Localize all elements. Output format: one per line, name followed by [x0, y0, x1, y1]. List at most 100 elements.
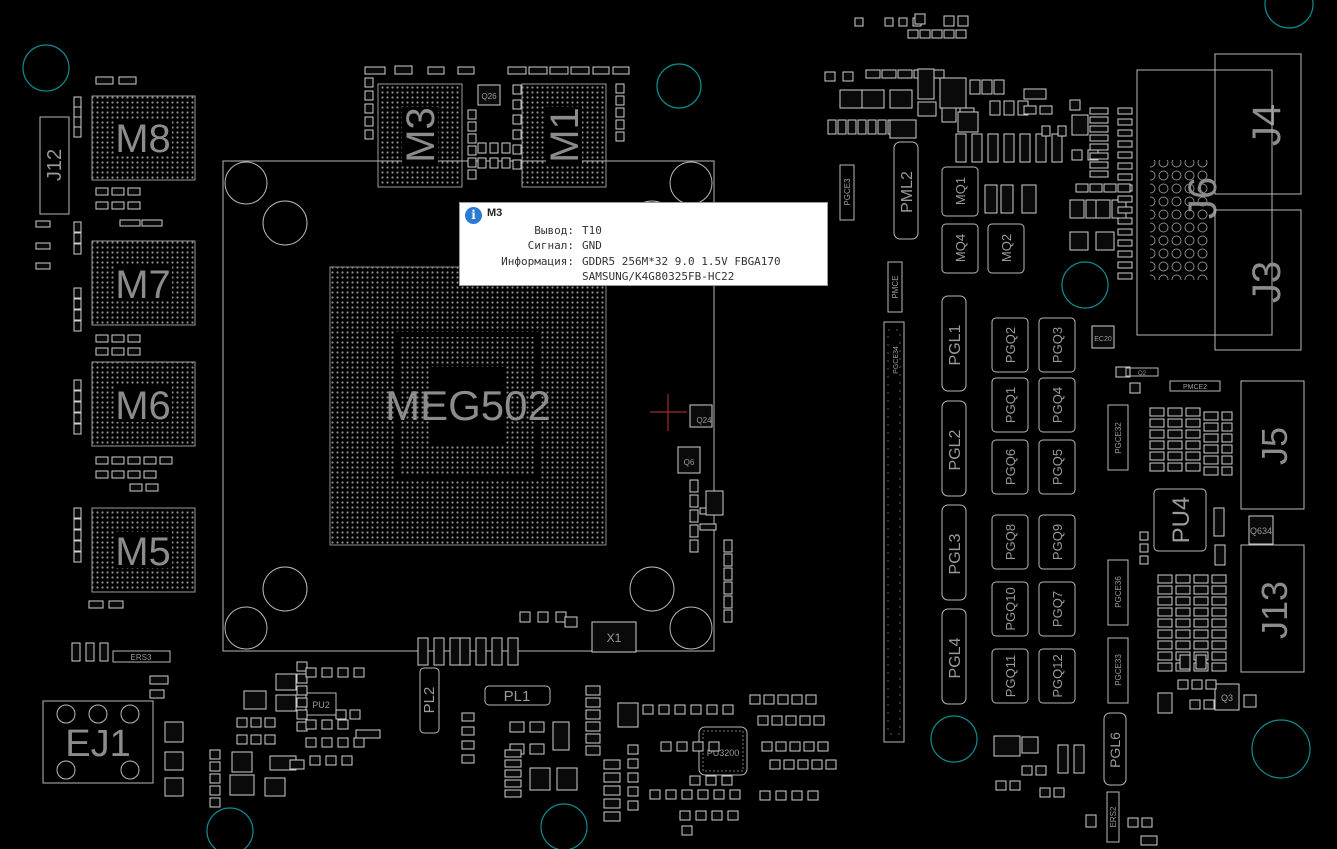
passive-component	[73, 116, 82, 128]
passive-component	[264, 777, 286, 797]
passive-component	[708, 741, 720, 752]
passive-components	[35, 13, 1257, 846]
inductor-pgl1[interactable]: PGL1	[941, 295, 967, 392]
connector-j4[interactable]: J4	[1214, 53, 1302, 195]
passive-component	[35, 262, 51, 270]
inductor-pgl2[interactable]: PGL2	[941, 400, 967, 497]
inductor-pl2[interactable]: PL2	[419, 667, 440, 734]
passive-component	[73, 529, 82, 541]
passive-component	[337, 667, 349, 678]
passive-component	[1127, 817, 1139, 828]
connector-j5[interactable]: J5	[1240, 380, 1305, 510]
connector-j3[interactable]: J3	[1214, 209, 1302, 351]
passive-component	[1189, 699, 1201, 710]
pu3200-chip[interactable]: PU3200	[698, 726, 748, 776]
memory-chip-m8[interactable]: M8	[91, 95, 196, 181]
memory-chip-m5[interactable]: M5	[91, 507, 196, 593]
passive-component	[705, 490, 724, 516]
passive-component	[1021, 736, 1039, 754]
memory-chip-m6[interactable]: M6	[91, 361, 196, 447]
passive-component	[1089, 170, 1109, 178]
passive-component	[73, 287, 82, 299]
passive-component	[143, 456, 157, 465]
misc-parts[interactable]: Q24 Q6 X1 Q26 ERS3 PMCE2 EC20 Q634 Q3 Q2…	[112, 84, 1274, 711]
passive-component	[931, 29, 943, 39]
passive-component	[73, 126, 82, 138]
passive-component	[457, 66, 475, 75]
connector-j6[interactable]: J6	[1136, 69, 1273, 336]
passive-component	[1019, 133, 1031, 163]
passive-component	[1075, 183, 1089, 193]
passive-component	[467, 121, 477, 132]
passive-component	[556, 767, 578, 791]
passive-component	[721, 775, 733, 786]
memory-chip-m3[interactable]: M3	[377, 83, 463, 188]
passive-component	[689, 509, 699, 523]
inductor-pml2[interactable]: PML2	[893, 141, 919, 240]
passive-component	[585, 685, 601, 696]
inductor-pgl3[interactable]: PGL3	[941, 504, 967, 601]
passive-component	[1117, 228, 1133, 236]
passive-component	[1117, 195, 1133, 203]
inductor-pgl6[interactable]: PGL6	[1103, 712, 1127, 786]
pu4-chip[interactable]: PU4	[1153, 488, 1207, 552]
passive-component	[127, 334, 141, 343]
passive-component	[1167, 462, 1183, 472]
passive-component	[1167, 407, 1183, 417]
mosfet-left-column[interactable]: PGQ2 PGQ1 PGQ6 PGQ8 PGQ10 PGQ11	[991, 317, 1029, 704]
passive-component	[164, 777, 184, 797]
passive-component	[1117, 140, 1133, 148]
passive-component	[1139, 543, 1149, 553]
gpu-package[interactable]: MEG502	[222, 160, 715, 652]
info-icon: i	[465, 207, 482, 224]
passive-component	[127, 187, 141, 196]
passive-component	[763, 694, 775, 705]
passive-component	[689, 775, 701, 786]
passive-component	[1089, 125, 1109, 133]
connector-j12[interactable]: J12	[39, 116, 70, 215]
passive-component	[839, 89, 863, 109]
svg-text:PGL4: PGL4	[947, 637, 964, 678]
passive-component	[854, 17, 864, 27]
passive-component	[321, 667, 333, 678]
capacitor-strip[interactable]: PMCE PGCE3 PGCE32 PGCE36 PGCE33 ERS2	[839, 164, 1129, 843]
memory-chip-m7[interactable]: M7	[91, 240, 196, 326]
passive-component	[108, 600, 124, 609]
connector-ej1[interactable]: EJ1	[42, 700, 154, 784]
passive-component	[491, 637, 503, 666]
passive-component	[355, 729, 381, 739]
passive-component	[907, 29, 919, 39]
passive-component	[417, 637, 429, 666]
passive-component	[1221, 422, 1233, 432]
mosfet-right-column[interactable]: PGQ3 PGQ4 PGQ5 PGQ9 PGQ7 PGQ12	[1038, 317, 1076, 704]
passive-component	[73, 96, 82, 108]
passive-component	[1139, 555, 1149, 565]
tooltip-row-pin: Вывод: T10	[534, 224, 602, 237]
passive-component	[689, 494, 699, 508]
passive-component	[461, 726, 475, 736]
passive-component	[477, 157, 487, 169]
inductor-pl1[interactable]: PL1	[484, 685, 551, 706]
svg-text:PGQ10: PGQ10	[1003, 587, 1018, 630]
mq-transistors[interactable]: MQ1 MQ4 MQ2	[941, 166, 1025, 274]
passive-component	[519, 611, 531, 623]
passive-component	[1103, 183, 1117, 193]
passive-component	[1185, 407, 1201, 417]
pu2-chip[interactable]: PU2	[305, 692, 337, 716]
connector-j13[interactable]: J13	[1240, 544, 1305, 673]
svg-text:PGQ5: PGQ5	[1050, 449, 1065, 485]
svg-text:PGQ3: PGQ3	[1050, 327, 1065, 363]
passive-component	[1211, 629, 1227, 639]
passive-component	[1214, 544, 1226, 566]
passive-component	[1095, 231, 1115, 251]
memory-chip-m1[interactable]: M1	[521, 83, 607, 188]
passive-component	[749, 694, 761, 705]
inductor-pgl4[interactable]: PGL4	[941, 608, 967, 705]
passive-component	[981, 79, 993, 95]
passive-component	[1179, 654, 1191, 670]
passive-component	[477, 142, 487, 154]
passive-component	[1117, 217, 1133, 225]
svg-text:MQ2: MQ2	[999, 234, 1014, 262]
passive-component	[837, 119, 847, 135]
